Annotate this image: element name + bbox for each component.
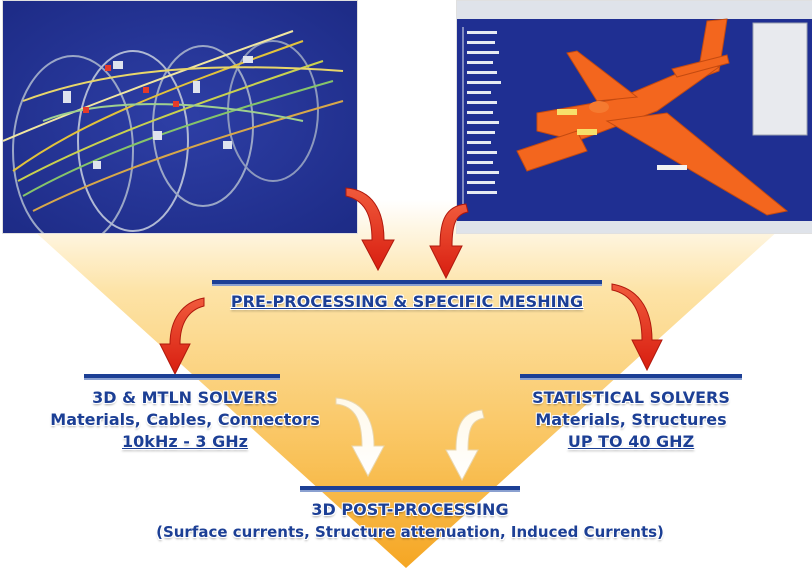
- solvers-3d-bar: [84, 374, 280, 380]
- solvers-stat-subtitle: Materials, Structures: [535, 410, 727, 429]
- solvers-3d-range: 10kHz - 3 GHz: [122, 432, 248, 451]
- solvers-stat-bar: [520, 374, 742, 380]
- arrow-down-left-image: [345, 187, 395, 272]
- solvers-3d-subtitle: Materials, Cables, Connectors: [50, 410, 320, 429]
- solvers-3d-title: 3D & MTLN SOLVERS: [92, 388, 278, 407]
- arrow-3d-to-post: [335, 397, 385, 478]
- aircraft-cad-render: [456, 0, 812, 234]
- postprocessing-bar: [300, 486, 520, 492]
- preprocessing-title: PRE-PROCESSING & SPECIFIC MESHING: [230, 292, 584, 311]
- postprocessing-subtitle: (Surface currents, Structure attenuation…: [156, 523, 664, 541]
- cable-harness-render: [2, 0, 358, 234]
- arrow-down-right-image: [429, 203, 469, 280]
- postprocessing-title: 3D POST-PROCESSING: [311, 500, 509, 519]
- solvers-stat-range: UP TO 40 GHZ: [567, 432, 695, 451]
- solvers-stat-title: STATISTICAL SOLVERS: [532, 388, 730, 407]
- arrow-stat-to-post: [445, 409, 485, 482]
- arrow-to-statistical-solvers: [611, 283, 663, 372]
- arrow-to-3d-solvers: [159, 297, 205, 376]
- preprocessing-bar: [212, 280, 602, 286]
